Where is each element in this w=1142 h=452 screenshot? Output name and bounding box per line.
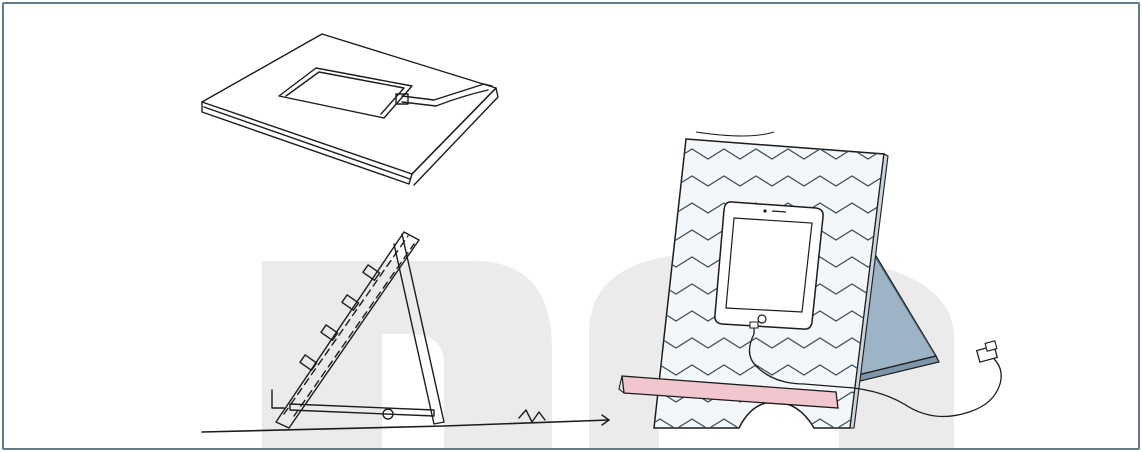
flat-charging-pad-sketch [202, 34, 498, 185]
sketch-canvas [4, 4, 1138, 448]
phone [715, 202, 823, 329]
pad-top-face [202, 34, 496, 174]
pad-side-edge [412, 88, 498, 185]
usb-plug [977, 341, 997, 362]
phone-camera [763, 209, 766, 212]
pad-recess [279, 68, 412, 118]
phone-screen [726, 218, 812, 312]
